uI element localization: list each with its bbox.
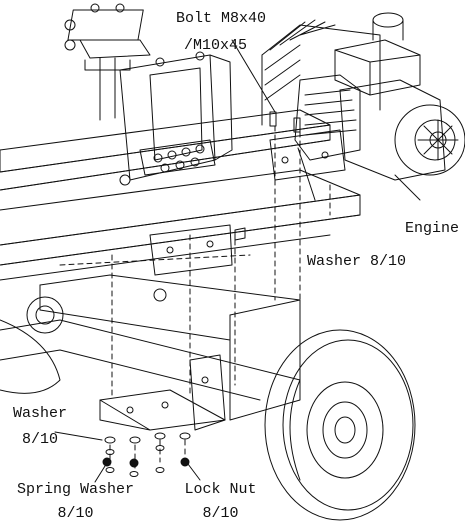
washer-right-label: Washer 8/10: [307, 253, 407, 270]
engine-label: Engine: [405, 220, 460, 237]
bolt-callout: [231, 39, 301, 133]
wheel: [264, 329, 416, 521]
spring-washer-label-line1: Spring Washer: [16, 481, 135, 498]
mounting-hardware: [102, 432, 191, 477]
lock-nut-label-line2: 8/10: [202, 505, 239, 522]
washer-left-label-line2: 8/10: [21, 431, 58, 448]
splitter-beam: [0, 109, 361, 281]
engine-mount-bracket: [149, 224, 246, 276]
lower-frame: [0, 274, 301, 421]
spring-washer-label-line2: 8/10: [57, 505, 94, 522]
engine-body: [261, 12, 465, 181]
wheel-bracket: [99, 354, 226, 431]
washer-left-label-line1: Washer: [12, 405, 67, 422]
bolt-label-line1: Bolt M8x40: [176, 10, 267, 27]
control-valve: [64, 3, 151, 121]
alignment-lines: [59, 125, 331, 471]
wedge-bracket: [119, 51, 233, 186]
lock-nut-label-line1: Lock Nut: [184, 481, 257, 498]
bolt-label-line2: /M10x45: [184, 37, 248, 54]
leader-lines: [54, 147, 421, 483]
